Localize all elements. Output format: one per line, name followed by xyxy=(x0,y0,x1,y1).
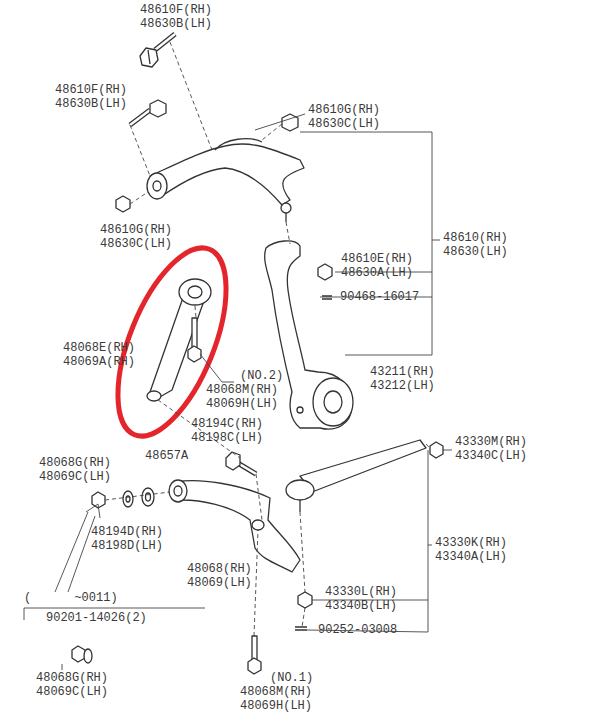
bolt xyxy=(140,34,175,67)
knuckle-arm xyxy=(300,440,426,492)
part-number: 48069C(LH) xyxy=(36,686,108,699)
part-number: 48068G(RH) xyxy=(39,457,111,470)
part-number: 43340B(LH) xyxy=(325,600,397,613)
part-number: 48198D(LH) xyxy=(91,540,163,553)
part-number: 43330M(RH) xyxy=(455,436,527,449)
cotter-pin xyxy=(322,296,332,299)
part-number: 90252-03008 xyxy=(318,624,397,637)
bolt xyxy=(248,636,261,674)
part-number: 48068G(RH) xyxy=(36,672,108,685)
callout-note: (NO.2) xyxy=(240,370,283,383)
part-number: 48610G(RH) xyxy=(308,104,380,117)
part-number: 48068M(RH) xyxy=(240,686,312,699)
bolt xyxy=(226,452,256,474)
part-number: 48610F(RH) xyxy=(140,4,212,17)
part-number: 90468-16017 xyxy=(340,291,419,304)
nut xyxy=(318,264,332,280)
part-number: 43212(LH) xyxy=(370,380,435,393)
part-number: 48068(RH) xyxy=(187,563,252,576)
part-number: 48194C(RH) xyxy=(191,418,263,431)
part-number: 48630C(LH) xyxy=(100,238,172,251)
part-number: 43340C(LH) xyxy=(455,450,527,463)
nut xyxy=(298,592,312,608)
part-number: 43211(RH) xyxy=(370,366,435,379)
part-number: 48068M(RH) xyxy=(206,384,278,397)
part-number: 48630C(LH) xyxy=(308,118,380,131)
nut xyxy=(72,646,85,662)
callout-note: (NO.1) xyxy=(270,672,313,685)
nut xyxy=(116,196,130,212)
part-number: 48198C(LH) xyxy=(191,432,263,445)
cotter-pin xyxy=(295,627,307,630)
part-number: 48194D(RH) xyxy=(91,526,163,539)
part-number: 48630(LH) xyxy=(443,246,508,259)
part-number: 48657A xyxy=(145,450,188,463)
part-number: 48610F(RH) xyxy=(55,84,127,97)
part-number: 48069(LH) xyxy=(187,577,252,590)
part-number: 48630B(LH) xyxy=(140,18,212,31)
leader-lines xyxy=(24,114,452,670)
ball-joint xyxy=(286,480,314,500)
lower-arm xyxy=(176,481,300,572)
part-number: 48610E(RH) xyxy=(341,253,413,266)
part-number: 48069H(LH) xyxy=(206,398,278,411)
upper-arm xyxy=(150,144,304,205)
bolt xyxy=(430,442,443,458)
callout-note: ( ~0011) xyxy=(24,592,118,605)
part-number: 48610G(RH) xyxy=(100,224,172,237)
part-number: 48068E(RH) xyxy=(63,342,135,355)
washer xyxy=(142,488,154,506)
part-number: 48069C(LH) xyxy=(39,471,111,484)
bolt xyxy=(188,318,201,362)
part-number: 48610(RH) xyxy=(443,232,508,245)
part-number: 43330L(RH) xyxy=(325,586,397,599)
part-number: 43330K(RH) xyxy=(435,537,507,550)
part-number: 48069H(LH) xyxy=(240,700,312,713)
part-number: 48630B(LH) xyxy=(55,98,127,111)
bolt xyxy=(130,100,166,125)
part-number: 90201-14026(2) xyxy=(46,612,147,625)
collar xyxy=(123,491,133,507)
part-number: 48630A(LH) xyxy=(341,267,413,280)
part-number: 43340A(LH) xyxy=(435,551,507,564)
part-number: 48069A(RH) xyxy=(63,356,135,369)
